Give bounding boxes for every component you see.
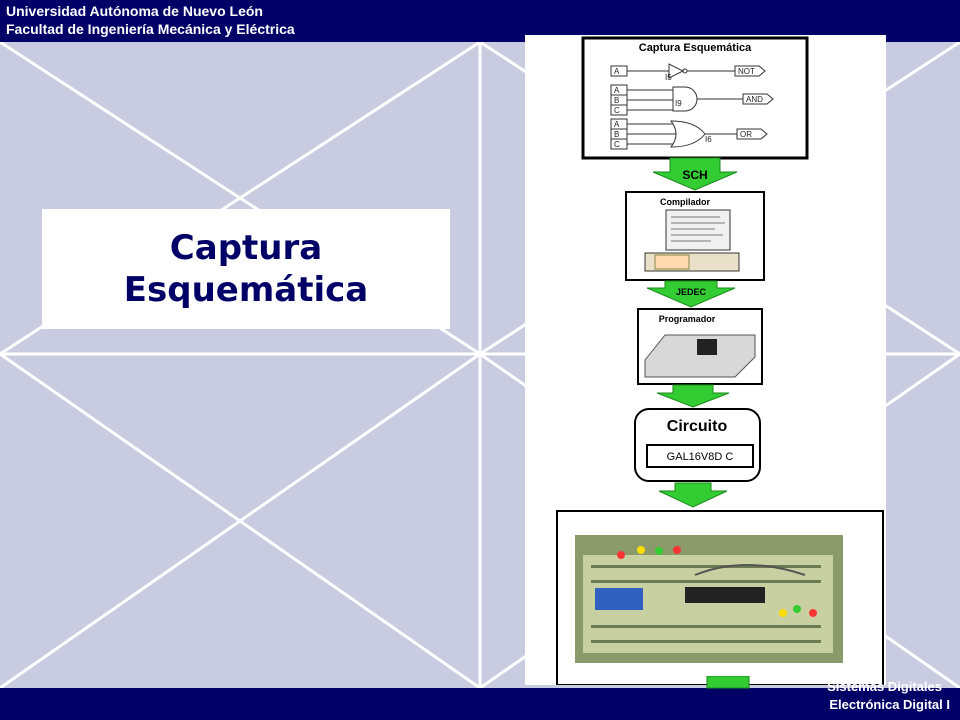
- compiler-label: Compilador: [660, 197, 710, 207]
- svg-text:I9: I9: [675, 99, 682, 108]
- chip-outline: [646, 444, 754, 468]
- svg-text:NOT: NOT: [738, 67, 755, 76]
- chip-photo: [685, 587, 765, 603]
- flowchart-figure: Captura Esquemática: [525, 35, 886, 685]
- arrow-jedec-label: JEDEC: [676, 287, 707, 297]
- svg-text:OR: OR: [740, 130, 752, 139]
- svg-text:B: B: [614, 130, 619, 139]
- svg-text:I5: I5: [665, 73, 672, 82]
- svg-text:C: C: [614, 140, 620, 149]
- title-box: Captura Esquemática: [42, 209, 450, 329]
- and-gate-symbol: [672, 86, 698, 112]
- arrow-3: [656, 384, 730, 408]
- computer-screen: [665, 209, 731, 251]
- course-subtitle: Electrónica Digital I: [829, 697, 950, 712]
- programmer-label: Programador: [659, 314, 716, 324]
- chip-label: GAL16V8D C: [667, 451, 734, 463]
- not-gate-symbol: [668, 63, 685, 79]
- course-name: Sistemas Digitales: [827, 679, 942, 694]
- output-pin: [734, 65, 766, 77]
- arrow-sch: [652, 157, 738, 191]
- svg-text:I6: I6: [705, 135, 712, 144]
- arrow-4: [658, 482, 728, 508]
- svg-text:A: A: [614, 86, 620, 95]
- footer-bar: Sistemas Digitales Electrónica Digital I: [0, 679, 960, 720]
- programmer-device: [644, 334, 756, 378]
- svg-text:AND: AND: [746, 95, 763, 104]
- bottom-arrow-stub: [706, 676, 750, 689]
- arrow-jedec: [646, 280, 736, 308]
- faculty-name: Facultad de Ingeniería Mecánica y Eléctr…: [6, 21, 295, 37]
- arrow-sch-label: SCH: [682, 168, 707, 182]
- slide-title: Captura Esquemática: [123, 228, 369, 310]
- university-name: Universidad Autónoma de Nuevo León: [6, 3, 263, 19]
- schematic-title: Captura Esquemática: [639, 42, 752, 54]
- circuit-label: Circuito: [667, 418, 728, 435]
- dip-switch: [595, 588, 643, 610]
- svg-text:B: B: [614, 96, 619, 105]
- svg-text:A: A: [614, 67, 620, 76]
- svg-text:C: C: [614, 106, 620, 115]
- svg-text:A: A: [614, 120, 620, 129]
- or-gate-symbol: [669, 120, 706, 148]
- flowchart-svg: Captura Esquemática: [556, 36, 884, 685]
